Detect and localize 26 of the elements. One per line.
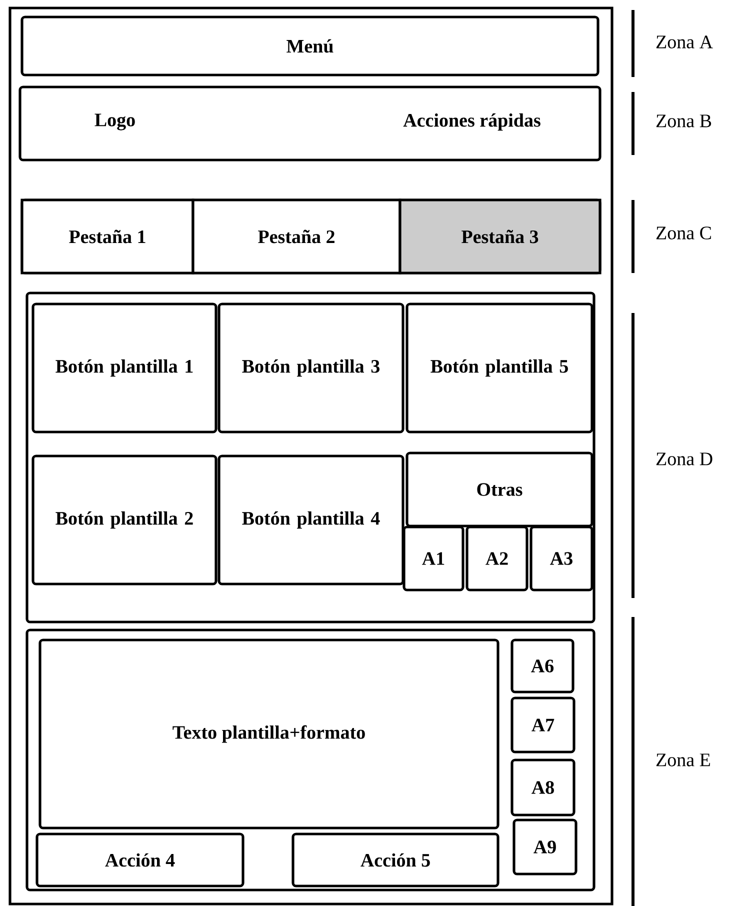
- zone-label: Zona E: [656, 754, 710, 766]
- tab: Pestaña 2: [192, 198, 402, 274]
- zone-label: Zona C: [656, 226, 711, 240]
- selected-tab: Pestaña 3: [398, 198, 602, 274]
- text-area: Texto plantilla+formato: [38, 638, 500, 830]
- header-bar: Logo Acciones rápidas: [18, 86, 602, 162]
- action-button: A3: [530, 526, 594, 592]
- zone-label: Zona D: [656, 452, 712, 466]
- action-button: A1: [402, 526, 464, 592]
- template-button: Botón plantilla 5: [406, 302, 594, 434]
- action-button: A6: [510, 638, 574, 694]
- template-button: Botón plantilla 1: [32, 302, 218, 434]
- action-button: A9: [512, 818, 578, 876]
- other-button: Otras: [406, 452, 594, 528]
- template-button: Botón plantilla 2: [32, 454, 218, 586]
- action-button: A8: [510, 758, 576, 816]
- zone-label: Zona B: [656, 114, 712, 128]
- zone-label: Zona A: [656, 36, 713, 48]
- template-button: Botón plantilla 4: [218, 454, 404, 586]
- action-button: Acción 4: [36, 832, 244, 888]
- tab: Pestaña 1: [20, 198, 194, 274]
- action-button: Acción 5: [292, 832, 500, 888]
- action-button: A7: [510, 696, 576, 754]
- menu-bar: Menú: [20, 16, 600, 76]
- action-button: A2: [466, 526, 528, 592]
- template-button: Botón plantilla 3: [218, 302, 404, 434]
